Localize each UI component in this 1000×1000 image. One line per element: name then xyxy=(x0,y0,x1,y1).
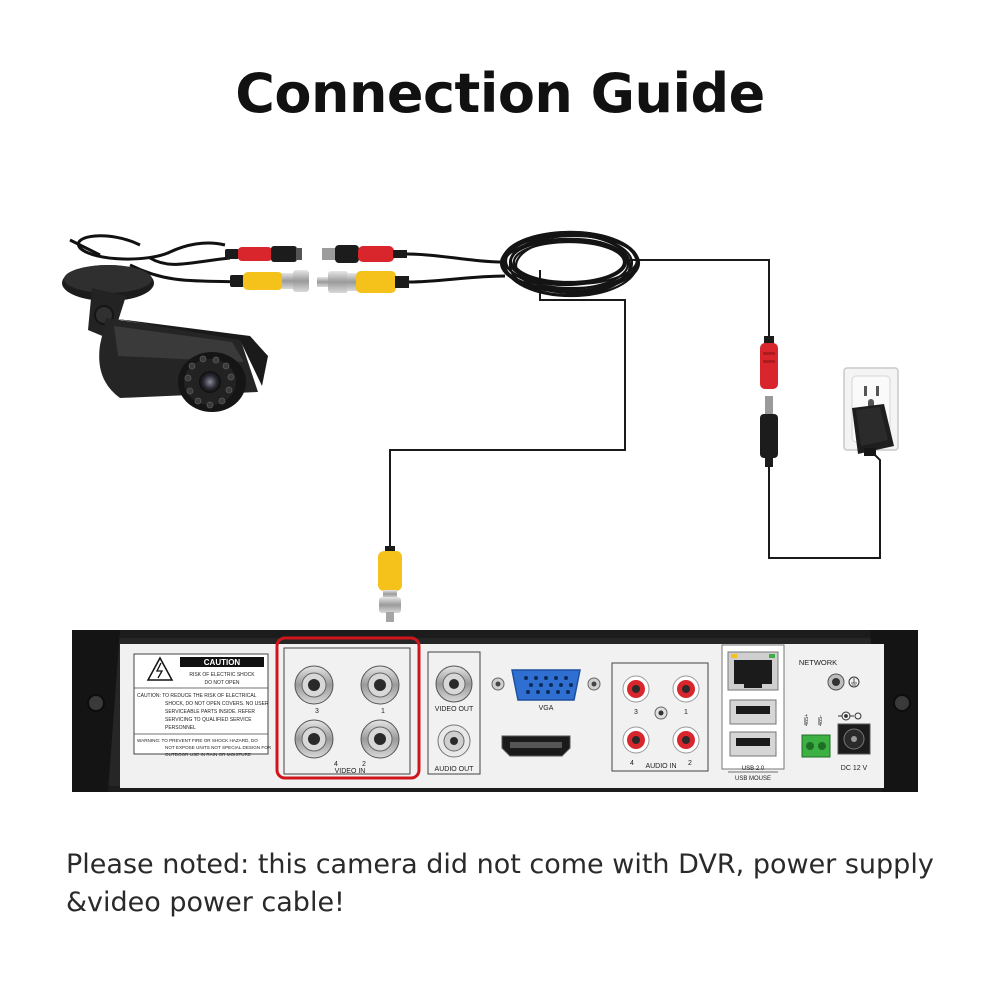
dc-label: DC 12 V xyxy=(841,765,868,772)
coiled-extension-cable xyxy=(499,230,641,298)
ground-screw-icon xyxy=(827,673,860,691)
audio-out-label: AUDIO OUT xyxy=(435,766,475,773)
power-adapter xyxy=(852,404,894,456)
network-label: NETWORK xyxy=(799,658,837,667)
usb-label-1: USB 2.0 xyxy=(742,766,765,772)
ir-leds xyxy=(184,355,235,409)
caution-line-2: DO NOT OPEN xyxy=(205,680,240,686)
hdmi-port[interactable] xyxy=(501,735,571,757)
audio-in-number-2: 2 xyxy=(688,760,692,767)
warning-text-3: OUTDOOR USE IN RAIN OR MOISTURE xyxy=(165,752,251,757)
video-in-ports: 3 1 4 2 VIDEO IN xyxy=(283,647,411,775)
audio-in-port-2[interactable] xyxy=(672,726,700,754)
video-in-number-3: 3 xyxy=(315,708,319,715)
cable-power-connector-red xyxy=(322,245,407,263)
power-supply-barrel-plug xyxy=(760,396,778,467)
usb-port-2[interactable] xyxy=(729,731,777,757)
video-out-label: VIDEO OUT xyxy=(435,706,474,713)
ethernet-port[interactable] xyxy=(727,651,779,691)
caution-text-5: PERSONNEL xyxy=(165,725,196,731)
audio-in-label: AUDIO IN xyxy=(645,763,676,770)
disclaimer-note: Please noted: this camera did not come w… xyxy=(66,849,934,918)
audio-in-port-1[interactable] xyxy=(672,675,700,703)
camera-power-connector-red xyxy=(225,246,302,262)
video-out-port[interactable] xyxy=(435,665,473,703)
video-in-number-2: 2 xyxy=(362,761,366,768)
warning-text-1: WARNING: TO PREVENT FIRE OR SHOCK HAZARD… xyxy=(137,738,258,743)
bnc-port-1[interactable] xyxy=(360,665,400,705)
power-wire xyxy=(630,259,881,559)
vga-label: VGA xyxy=(539,705,554,712)
dc-power-port[interactable] xyxy=(837,723,871,755)
rs485-terminal[interactable] xyxy=(801,734,831,758)
video-in-label: VIDEO IN xyxy=(335,768,366,775)
caution-line-1: RISK OF ELECTRIC SHOCK xyxy=(189,672,255,678)
audio-in-number-3: 3 xyxy=(634,709,638,716)
page-title: Connection Guide xyxy=(235,62,765,125)
audio-out-port[interactable] xyxy=(437,724,471,758)
caution-text-4: SERVICING TO QUALIFIED SERVICE xyxy=(165,717,252,723)
video-cable-plug-yellow xyxy=(378,546,402,622)
power-cable-plug-red xyxy=(760,336,778,389)
cable-video-connector-yellow xyxy=(317,271,409,293)
cable-joining-leads xyxy=(406,252,506,284)
video-in-highlight-box xyxy=(275,636,421,780)
video-out-audio-out-ports: VIDEO OUT AUDIO OUT xyxy=(427,651,481,775)
rs485-minus-label: 485- xyxy=(818,715,824,726)
usb-label-2: USB MOUSE xyxy=(735,776,771,782)
usb-port-1[interactable] xyxy=(729,699,777,725)
audio-in-number-4: 4 xyxy=(630,760,634,767)
dc-power-symbol-icon xyxy=(838,711,862,721)
video-in-number-4: 4 xyxy=(334,761,338,768)
bnc-port-4[interactable] xyxy=(294,719,334,759)
network-usb-ports: USB 2.0 USB MOUSE xyxy=(721,644,785,782)
bullet-camera xyxy=(62,265,268,412)
video-wire xyxy=(389,270,626,548)
camera-video-connector-yellow xyxy=(230,270,309,292)
bnc-port-2[interactable] xyxy=(360,719,400,759)
video-in-number-1: 1 xyxy=(381,708,385,715)
bnc-port-3[interactable] xyxy=(294,665,334,705)
audio-in-ports: 3 1 4 2 AUDIO IN xyxy=(611,662,709,772)
caution-heading: CAUTION xyxy=(204,658,241,667)
caution-text-1: CAUTION: TO REDUCE THE RISK OF ELECTRICA… xyxy=(137,693,257,699)
warning-text-2: NOT EXPOSE UNITS NOT SPECIAL DESIGN FOR xyxy=(165,745,272,750)
caution-label: CAUTION RISK OF ELECTRIC SHOCK DO NOT OP… xyxy=(133,653,272,757)
caution-text-2: SHOCK, DO NOT OPEN COVERS. NO USER xyxy=(165,701,269,707)
audio-in-port-3[interactable] xyxy=(622,675,650,703)
vga-port[interactable] xyxy=(491,669,601,701)
caution-text-3: SERVICEABLE PARTS INSIDE. REFER xyxy=(165,709,255,715)
rs485-plus-label: 485+ xyxy=(804,714,810,726)
audio-in-number-1: 1 xyxy=(684,709,688,716)
audio-in-port-4[interactable] xyxy=(622,726,650,754)
